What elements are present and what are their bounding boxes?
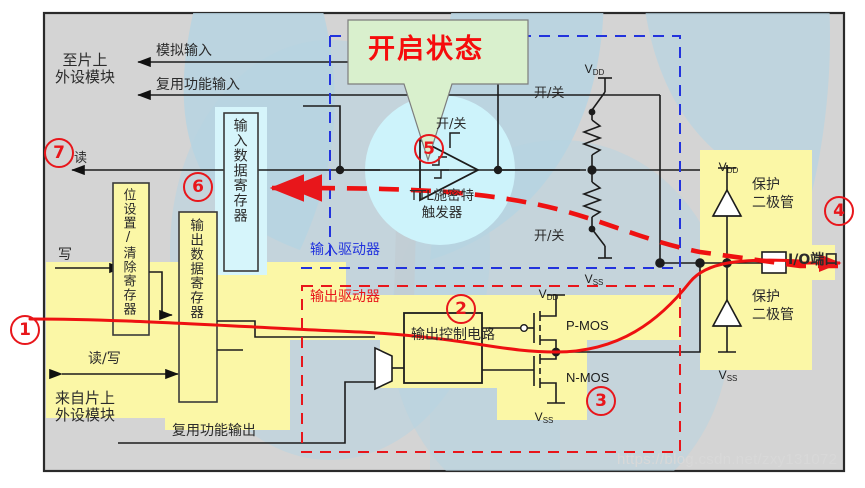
input-signal-path	[287, 174, 838, 269]
protection-diode-bottom-label: 保护 二极管	[752, 289, 794, 324]
protection-vdd-label: VDD	[712, 148, 739, 176]
nmos-vss-label: VSS	[528, 398, 554, 426]
vdd-text-3: V	[718, 160, 727, 175]
bit-set-clear-register-label: 位设置/清除寄存器	[120, 188, 136, 316]
vss-text-2: V	[534, 410, 543, 425]
alt-function-input-label: 复用功能输入	[156, 77, 240, 93]
output-signal-path	[28, 258, 802, 354]
status-callout	[347, 19, 529, 162]
input-driver-boundary	[301, 35, 681, 269]
vdd-subscript-3: DD	[726, 166, 739, 176]
pulldown-vss-label: VSS	[578, 260, 604, 288]
read-label: 读	[74, 151, 88, 166]
read-write-label: 读/写	[88, 351, 121, 367]
input-data-register-label: 输入数据寄存器	[231, 118, 248, 223]
protection-vss-label: VSS	[712, 356, 738, 384]
vdd-subscript: DD	[592, 68, 605, 78]
vdd-subscript-2: DD	[546, 293, 559, 303]
marker-4: 4	[824, 196, 854, 226]
alt-function-output-label: 复用功能输出	[172, 423, 256, 439]
marker-3: 3	[586, 386, 616, 416]
io-port-label: I/O端口	[788, 252, 839, 268]
schmitt-trigger-label: TTL施密特 触发器	[409, 188, 475, 221]
nmos-label: N-MOS	[566, 370, 610, 385]
pullup-switch-label: 开/关	[534, 86, 565, 101]
marker-7: 7	[44, 138, 74, 168]
protection-diode-top-label: 保护 二极管	[752, 177, 794, 212]
marker-5: 5	[414, 134, 444, 164]
marker-1: 1	[10, 315, 40, 345]
vss-subscript: SS	[592, 278, 604, 288]
marker-6: 6	[183, 172, 213, 202]
wiring	[49, 56, 787, 444]
marker-2: 2	[446, 294, 476, 324]
output-data-register-label: 输出数据寄存器	[187, 218, 204, 320]
output-control-circuit-label: 输出控制电路	[411, 327, 495, 343]
vss-subscript-2: SS	[542, 416, 554, 426]
output-driver-label: 输出驱动器	[310, 289, 380, 305]
vdd-text: V	[584, 62, 593, 77]
watermark: https://blog.csdn.net/zxy131072	[617, 451, 838, 468]
vss-subscript-4: SS	[726, 374, 738, 384]
pmos-label: P-MOS	[566, 318, 609, 333]
analog-input-label: 模拟输入	[156, 43, 212, 59]
pmos-vdd-label: VDD	[532, 275, 559, 303]
pullup-vdd-label: VDD	[578, 50, 605, 78]
vss-text-4: V	[718, 368, 727, 383]
status-callout-text: 开启状态	[368, 34, 484, 65]
vdd-text-2: V	[538, 287, 547, 302]
to-peripheral-label: 至片上 外设模块	[55, 51, 116, 86]
write-label: 写	[58, 247, 72, 263]
pulldown-switch-label: 开/关	[534, 229, 565, 244]
from-peripheral-label: 来自片上 外设模块	[55, 389, 116, 424]
input-driver-label: 输入驱动器	[310, 242, 380, 258]
output-driver-boundary	[301, 285, 681, 453]
schmitt-switch-label: 开/关	[436, 117, 467, 132]
vss-text: V	[584, 272, 593, 287]
